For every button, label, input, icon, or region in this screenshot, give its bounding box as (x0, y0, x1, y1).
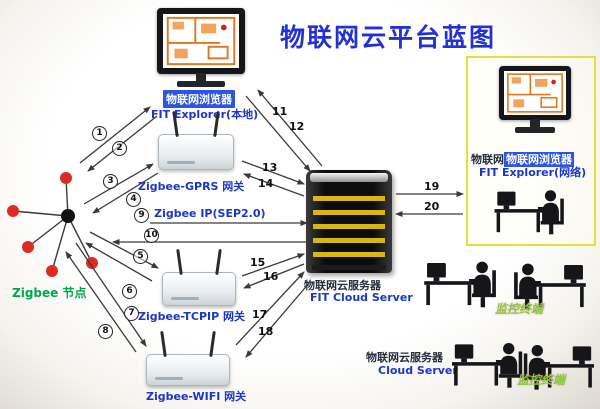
operator-at-desk-figure (491, 179, 575, 235)
antenna-icon (209, 330, 216, 358)
zigbee-tcpip-gateway-label: Zigbee-TCPIP 网关 (138, 310, 245, 323)
monitor-neck (530, 119, 540, 127)
zigbee-hub-dot (61, 209, 75, 223)
monitor-base (177, 81, 225, 87)
zigbee-node-dot (46, 265, 58, 277)
router-led-strip (167, 161, 195, 164)
page-title: 物联网云平台蓝图 (280, 23, 497, 52)
local-browser-label-cn: 物联网浏览器 (163, 90, 235, 108)
router-led-strip (155, 377, 183, 380)
link-label-17: 17 (252, 308, 268, 321)
remote-browser-monitor (498, 66, 572, 133)
monitor-terminal-label-2: 监控终端 (517, 373, 566, 387)
operator-at-desk-figure (424, 250, 504, 308)
remote-browser-label-en: FIT Explorer(网络) (479, 166, 587, 179)
local-browser-label-en: FIT Explorer(本地) (151, 108, 259, 121)
zigbee-star-links (12, 177, 93, 272)
link-label-14: 14 (258, 177, 274, 190)
link-label-7: 7 (124, 306, 139, 321)
antenna-icon (176, 248, 183, 276)
server-drive-bays (313, 187, 385, 261)
zigbee-gprs-gateway-label: Zigbee-GPRS 网关 (138, 180, 245, 193)
link-label-11: 11 (272, 105, 288, 118)
monitor-base (515, 127, 555, 133)
monitor-terminal-label-1: 监控终端 (495, 302, 544, 316)
antenna-icon (160, 330, 167, 358)
link-label-18: 18 (258, 325, 274, 338)
link-label-9: 9 (134, 208, 149, 223)
cloud-server-bottom-label-en: Cloud Server (378, 364, 458, 377)
remote-browser-label-highlight: 物联网浏览器 (504, 152, 574, 167)
cloud-server-label-en: FIT Cloud Server (310, 291, 413, 304)
floorplan-screen-local (157, 8, 245, 74)
link-label-13: 13 (262, 161, 278, 174)
link-arrow-14 (243, 173, 305, 197)
zigbee-node-dot (60, 172, 72, 184)
zigbee-tcpip-gateway (162, 248, 236, 306)
router-led-strip (171, 297, 199, 300)
link-label-15: 15 (250, 256, 266, 269)
remote-browser-label-cn: 物联网物联网浏览器 (471, 148, 574, 167)
zigbee-wifi-gateway (146, 330, 230, 386)
link-label-6: 6 (122, 284, 137, 299)
zigbee-nodes-label: Zigbee 节点 (12, 286, 87, 300)
cloud-server-tower (306, 170, 392, 273)
floorplan-image (504, 71, 566, 115)
cloud-server-bottom-label-cn: 物联网云服务器 (366, 351, 443, 364)
zigbee-node-dot (7, 205, 19, 217)
link-label-16: 16 (263, 270, 279, 283)
link-label-8: 8 (98, 324, 113, 339)
antenna-icon (215, 248, 222, 276)
link-label-12: 12 (289, 120, 305, 133)
link-label-5: 5 (133, 249, 148, 264)
zigbee-node-dot (22, 241, 34, 253)
zigbee-wifi-gateway-label: Zigbee-WIFI 网关 (146, 390, 247, 403)
link-label-2: 2 (112, 141, 127, 156)
server-base (312, 265, 386, 270)
remote-browser-label-prefix: 物联网 (471, 153, 504, 166)
link-label-3: 3 (103, 174, 118, 189)
link-label-4: 4 (126, 192, 141, 207)
remote-explorer-box: 物联网物联网浏览器 FIT Explorer(网络) (466, 56, 596, 246)
floorplan-image (163, 14, 239, 68)
link-label-10: 10 (144, 228, 159, 243)
link-label-19: 19 (424, 180, 440, 193)
link-label-20: 20 (424, 200, 440, 213)
floorplan-screen-remote (499, 66, 571, 120)
link-label-1: 1 (92, 126, 107, 141)
cloud-server-label-cn: 物联网云服务器 (304, 279, 381, 292)
zigbee-node-dot (86, 257, 98, 269)
zigbee-ip-link-label: 9 Zigbee IP(SEP2.0) (134, 202, 266, 223)
zigbee-gprs-gateway (158, 110, 234, 170)
monitor-neck (196, 73, 206, 81)
local-browser-monitor (156, 8, 246, 87)
zigbee-ip-text: Zigbee IP(SEP2.0) (154, 207, 266, 220)
server-top-cap (310, 173, 388, 182)
